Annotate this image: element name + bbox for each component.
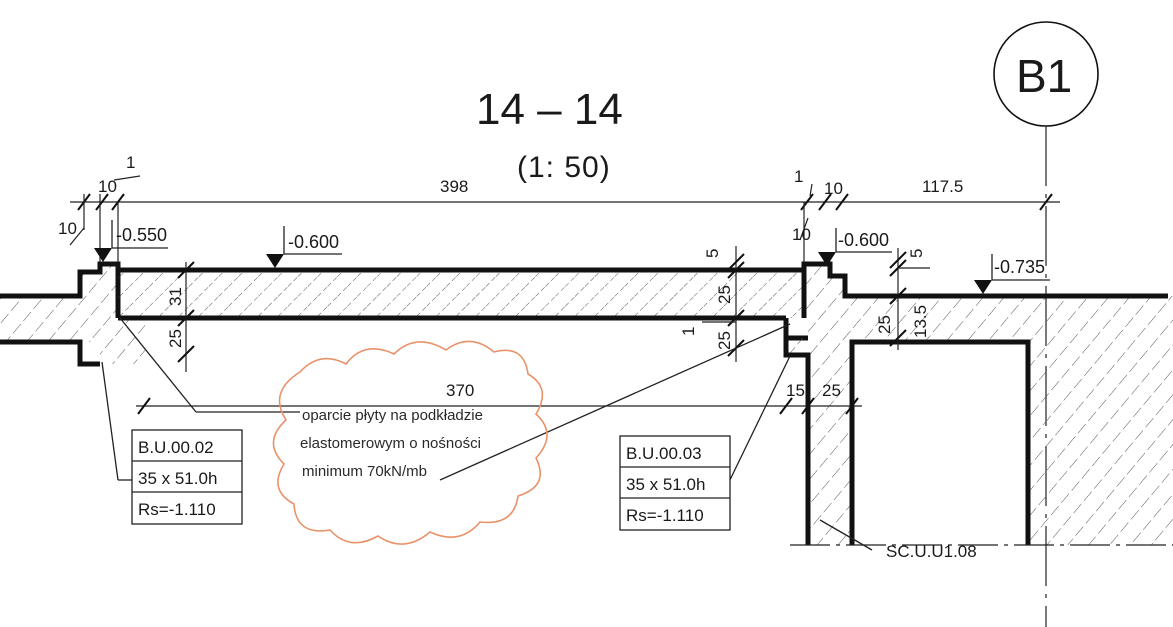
dim-slab-right-25b: 25 — [715, 331, 734, 350]
level-label: -0.550 — [116, 225, 167, 245]
dim-right-10b: 10 — [792, 225, 811, 244]
beam-right-vertical-dims: 5 25 13.5 — [875, 248, 930, 350]
level-right-beam: -0.735 — [974, 254, 1050, 294]
level-label: -0.735 — [994, 257, 1045, 277]
beam-size: 35 x 51.0h — [626, 475, 705, 494]
dim-left-10b: 10 — [58, 219, 77, 238]
leader-left-support — [119, 317, 197, 413]
level-right-support: -0.600 — [818, 228, 892, 266]
dim-wall-15: 15 — [786, 381, 805, 400]
clear-span-dimension: 370 15 25 — [136, 381, 862, 415]
drawing-scale: (1: 50) — [517, 151, 611, 184]
beam-size: 35 x 51.0h — [138, 469, 217, 488]
level-left-support: -0.550 — [94, 220, 168, 262]
dim-left-10a: 10 — [98, 177, 117, 196]
leader-wall — [819, 519, 873, 551]
beam-id: B.U.00.02 — [138, 438, 214, 457]
dim-clear-span: 370 — [446, 381, 474, 400]
note-line-1: oparcie płyty na podkładzie — [302, 407, 483, 424]
section-title: 14 – 14 — [476, 85, 623, 134]
dim-slab-left-25: 25 — [166, 329, 185, 348]
beam-tag-right: B.U.00.03 35 x 51.0h Rs=-1.110 — [619, 435, 731, 531]
beam-id: B.U.00.03 — [626, 444, 702, 463]
leader-beam-left — [101, 361, 119, 481]
slab — [118, 267, 808, 341]
wall-label: SC.U.U1.08 — [886, 542, 977, 561]
dim-span-main: 398 — [440, 177, 468, 196]
grid-axis-label: B1 — [1016, 50, 1072, 102]
beam-tag-left: B.U.00.02 35 x 51.0h Rs=-1.110 — [131, 429, 243, 525]
beam-rs: Rs=-1.110 — [138, 500, 216, 519]
slab-left-vertical-dims: 31 25 — [166, 261, 195, 372]
dim-beam-13-5: 13.5 — [911, 305, 930, 338]
dim-beam-25: 25 — [875, 315, 894, 334]
dim-slab-31: 31 — [166, 287, 185, 306]
dim-slab-right-1: 1 — [679, 327, 698, 336]
top-dimension-chain: 1 10 10 398 1 10 10 117.5 — [58, 153, 1060, 262]
level-slab-top: -0.600 — [266, 226, 342, 268]
right-wall-and-beam — [783, 261, 1173, 546]
beam-rs: Rs=-1.110 — [626, 506, 704, 525]
dim-right-1: 1 — [794, 167, 803, 186]
slab-right-vertical-dims: 5 25 1 25 — [679, 246, 745, 362]
level-label: -0.600 — [838, 230, 889, 250]
leader-beam-right — [727, 355, 791, 485]
dim-wall-25: 25 — [822, 381, 841, 400]
dim-beam-5: 5 — [907, 249, 926, 258]
note-cloud: oparcie płyty na podkładzie elastomerowy… — [272, 340, 548, 545]
level-label: -0.600 — [288, 232, 339, 252]
dim-span-right: 117.5 — [922, 177, 963, 196]
dim-slab-right-5: 5 — [703, 249, 722, 258]
note-line-3: minimum 70kN/mb — [302, 463, 427, 480]
leader-note-to-right — [439, 323, 791, 481]
left-support-block — [0, 261, 145, 367]
dim-slab-right-25a: 25 — [715, 285, 734, 304]
dim-right-10a: 10 — [824, 179, 843, 198]
dim-left-1: 1 — [126, 153, 135, 172]
note-line-2: elastomerowym o nośności — [300, 435, 481, 452]
